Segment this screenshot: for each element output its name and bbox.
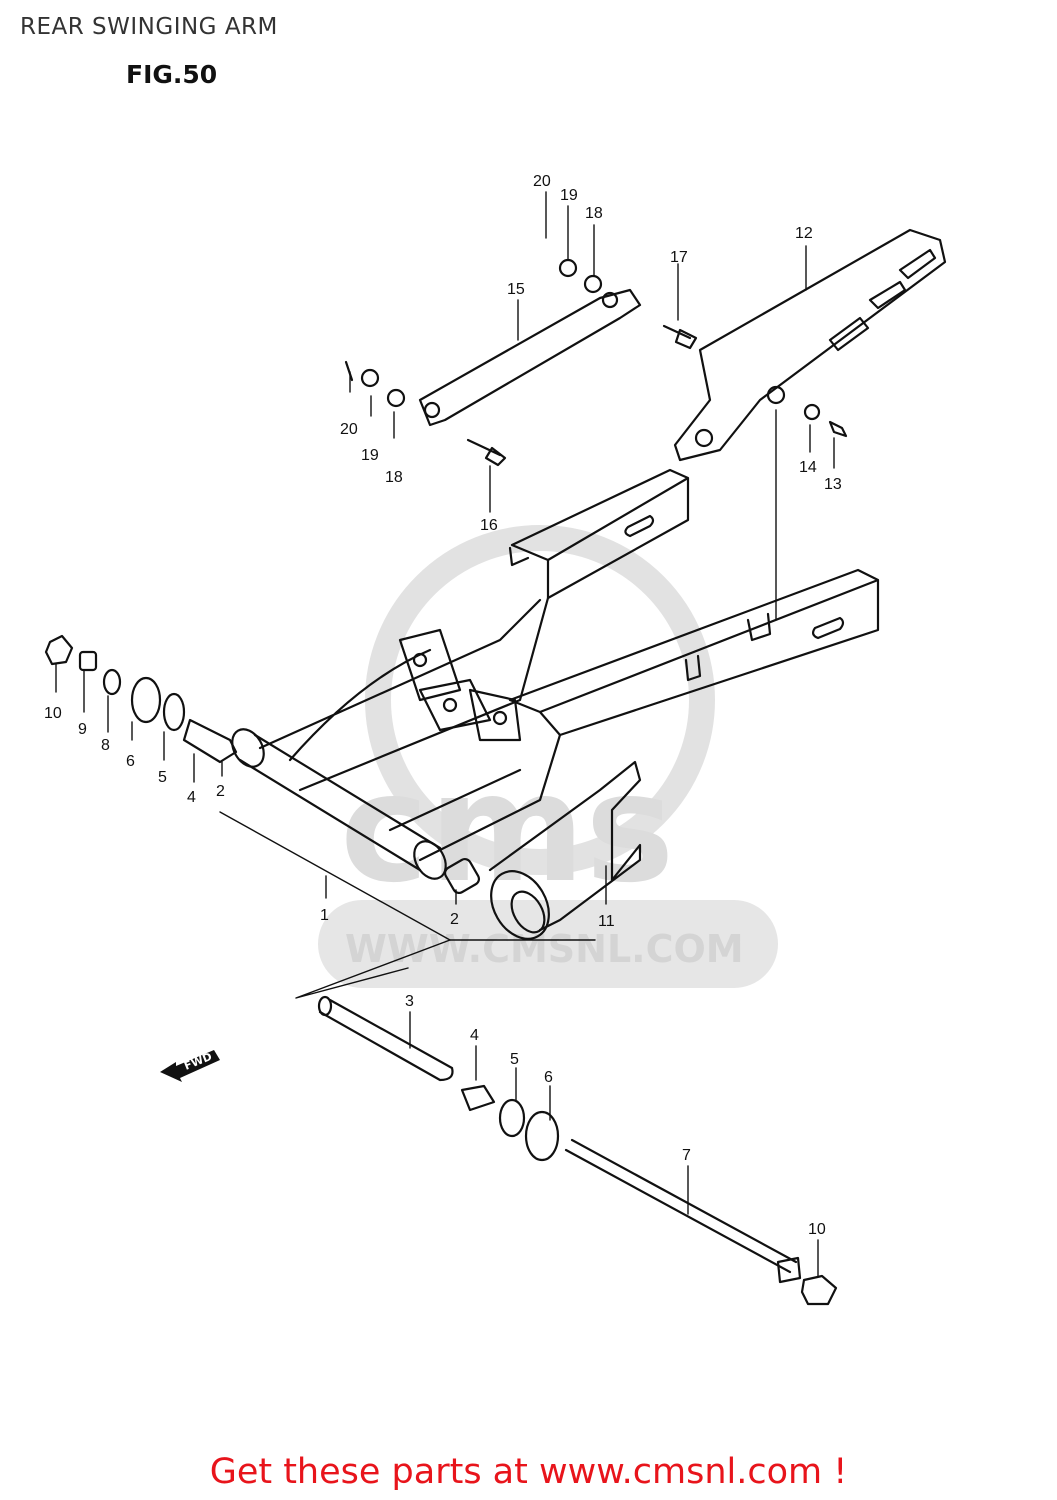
callout-4-lower: 4: [470, 1027, 479, 1044]
cotter-pin-20-left: [344, 360, 354, 382]
bolt-16: [466, 438, 507, 467]
figure-label: FIG.50: [126, 60, 218, 89]
callout-2-right: 2: [450, 911, 459, 928]
swingarm-right-tab: [684, 654, 702, 682]
watermark-plate: [318, 900, 778, 988]
mount-hole: [492, 710, 508, 726]
mount-hole: [412, 652, 428, 668]
callout-6-lower: 6: [544, 1069, 553, 1086]
callout-15: 15: [507, 281, 525, 298]
torque-rod-end: [423, 401, 441, 419]
spacer-4-lower: [460, 1084, 496, 1112]
washer-8: [102, 668, 122, 696]
watermark-url: WWW.CMSNL.COM: [345, 927, 744, 971]
watermark-brand: cms: [340, 742, 675, 916]
mount-hole: [442, 697, 458, 713]
callouts: 20 19 18 15 17 12 20 19 18 16 14 13 10 9…: [44, 173, 842, 1238]
chain-slider-bushing-inner: [510, 890, 546, 934]
chain-slider-bushing: [490, 870, 550, 940]
chain-slider: [488, 760, 642, 932]
swingarm-left-slot: [624, 514, 655, 538]
callout-10-left: 10: [44, 705, 62, 722]
washer-5-left: [162, 692, 186, 732]
spacer-tube-3: [318, 998, 454, 1082]
callout-13: 13: [824, 476, 842, 493]
callout-6-left: 6: [126, 753, 135, 770]
guide-line: [219, 811, 451, 999]
forward-arrow-icon: [160, 1050, 220, 1082]
swingarm-left-tab: [508, 546, 530, 567]
callout-11: 11: [598, 913, 615, 930]
callout-18-top: 18: [585, 205, 603, 222]
chain-case-hole: [766, 385, 786, 405]
chain-case-hole: [694, 428, 714, 448]
torque-rod-end: [601, 291, 619, 309]
callout-16: 16: [480, 517, 498, 534]
pivot-tube-left-end: [231, 728, 265, 768]
chain-case: [673, 228, 947, 462]
pivot-tube-right-end: [413, 840, 447, 880]
swingarm-left-beam: [510, 468, 690, 600]
swingarm-right-slot: [811, 616, 845, 640]
needle-bearing: [443, 857, 481, 895]
callout-18-left: 18: [385, 469, 403, 486]
callout-2-left: 2: [216, 783, 225, 800]
spacer-4-left: [182, 718, 238, 764]
bolt-13: [828, 420, 848, 438]
washer-5-lower: [498, 1098, 526, 1138]
nut-10-lower: [800, 1274, 838, 1306]
washer-18-top: [583, 274, 603, 294]
torque-rod: [418, 288, 642, 427]
callout-4-left: 4: [187, 789, 196, 806]
nut-19-left: [360, 368, 380, 388]
callout-14: 14: [799, 459, 817, 476]
footer-link[interactable]: Get these parts at www.cmsnl.com !: [209, 1452, 848, 1492]
callout-8: 8: [101, 737, 110, 754]
callout-1: 1: [320, 907, 329, 924]
callout-10-lower: 10: [808, 1221, 826, 1238]
nut-10-left: [44, 634, 74, 666]
swingarm-mount-lugs: [398, 628, 522, 742]
chain-case-vents: [828, 248, 937, 352]
callout-3: 3: [405, 993, 414, 1010]
swingarm-cross-tube: [258, 596, 562, 862]
watermark: cms WWW.CMSNL.COM: [318, 525, 778, 988]
callout-12: 12: [795, 225, 813, 242]
callout-7: 7: [682, 1147, 691, 1164]
shock-bracket: [746, 612, 772, 642]
forward-direction-badge: FWD: [160, 1050, 220, 1082]
watermark-mascot-ring: [365, 525, 715, 875]
nut-19-top: [558, 258, 578, 278]
seal-6-left: [130, 676, 162, 724]
swingarm-right-beam: [508, 568, 880, 737]
leader-lines: [55, 191, 835, 1277]
axle-7: [564, 1138, 798, 1274]
callout-19-top: 19: [560, 187, 578, 204]
collar-9: [78, 650, 98, 672]
washer-14: [803, 403, 821, 421]
bolt-17: [662, 324, 698, 350]
callout-20-top: 20: [533, 173, 551, 190]
callout-20-left: 20: [340, 421, 358, 438]
pivot-tube: [238, 733, 442, 872]
page-title: REAR SWINGING ARM: [20, 14, 278, 40]
callout-9: 9: [78, 721, 87, 738]
callout-5-lower: 5: [510, 1051, 519, 1068]
seal-6-lower: [524, 1110, 560, 1162]
callout-5-left: 5: [158, 769, 167, 786]
washer-18-left: [386, 388, 406, 408]
callout-17: 17: [670, 249, 688, 266]
spacer-tube-3-end: [317, 995, 333, 1017]
callout-19-left: 19: [361, 447, 379, 464]
axle-7-head: [776, 1256, 802, 1284]
